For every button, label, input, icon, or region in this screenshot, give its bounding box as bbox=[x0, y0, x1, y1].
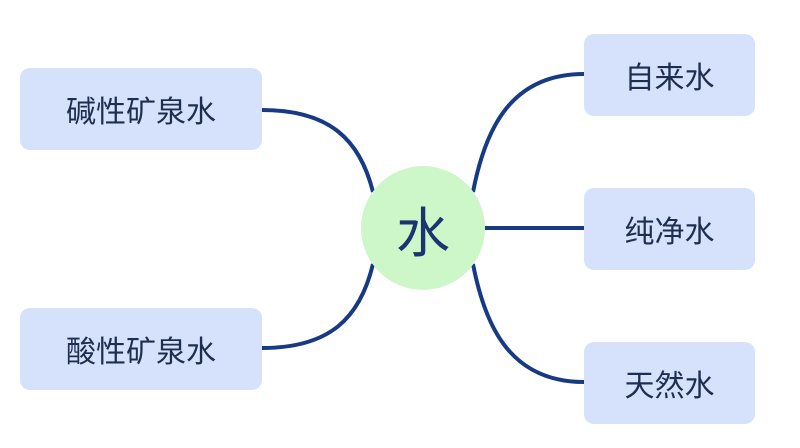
center-node-water: 水 bbox=[361, 166, 485, 290]
center-label: 水 bbox=[396, 201, 450, 265]
connector-left-top bbox=[261, 108, 375, 193]
node-purified-water: 纯净水 bbox=[584, 188, 755, 270]
node-label: 碱性矿泉水 bbox=[66, 95, 216, 130]
node-tap-water: 自来水 bbox=[584, 34, 755, 116]
node-natural-water: 天然水 bbox=[584, 342, 755, 424]
node-label: 自来水 bbox=[624, 61, 715, 96]
node-acidic-mineral-water: 酸性矿泉水 bbox=[20, 308, 262, 390]
connector-right-bottom bbox=[471, 263, 585, 384]
connector-right-top bbox=[471, 72, 585, 193]
node-label: 酸性矿泉水 bbox=[66, 335, 216, 370]
node-alkaline-mineral-water: 碱性矿泉水 bbox=[20, 68, 262, 150]
node-label: 纯净水 bbox=[624, 215, 715, 250]
connector-left-bottom bbox=[261, 263, 375, 350]
node-label: 天然水 bbox=[624, 369, 715, 404]
